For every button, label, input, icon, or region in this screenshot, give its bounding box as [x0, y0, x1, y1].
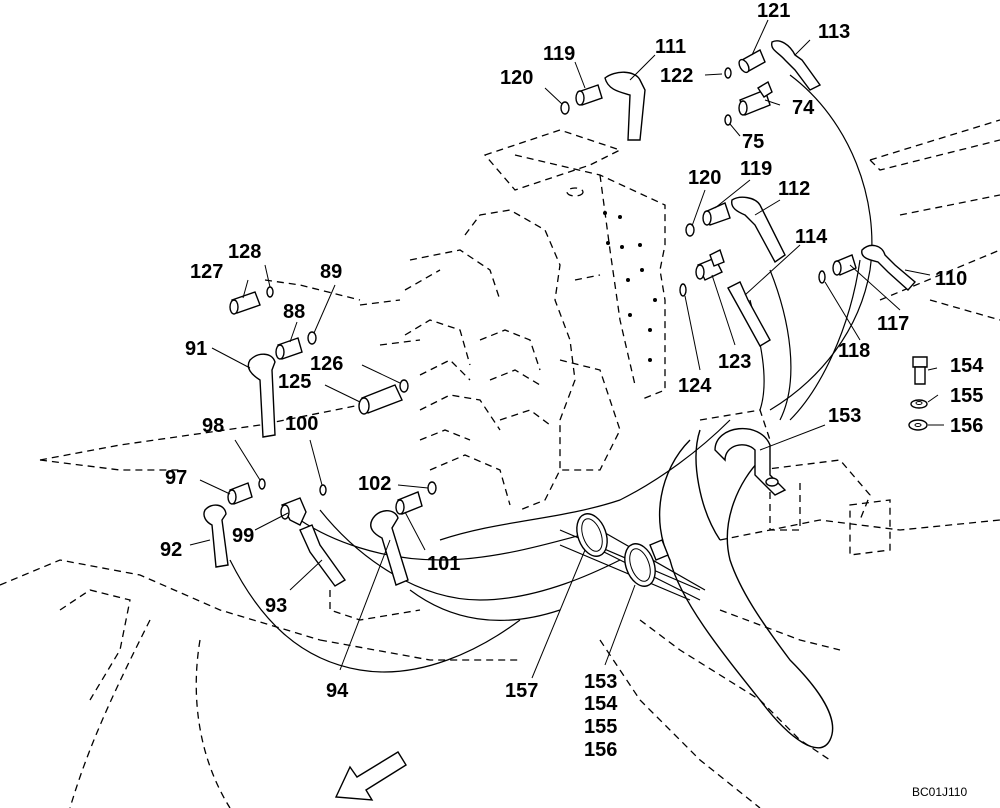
adapter-119a — [575, 84, 603, 106]
adapter-119b — [702, 202, 731, 226]
hose-end-93 — [299, 524, 347, 587]
clamp-ring-153 — [624, 539, 669, 587]
callout-111: 111 — [655, 36, 686, 58]
frame-outline — [0, 119, 1000, 808]
callout-98: 98 — [202, 415, 224, 437]
o-ring-122 — [724, 67, 732, 79]
plug-127 — [229, 291, 261, 315]
callout-102: 102 — [358, 473, 391, 495]
callout-154: 154 — [950, 355, 984, 377]
callout-117: 117 — [877, 313, 909, 335]
adapter-88 — [275, 337, 303, 360]
tee-74 — [738, 80, 773, 116]
hose-end-113 — [771, 40, 822, 91]
o-ring-102 — [427, 481, 437, 495]
callout-113: 113 — [818, 21, 850, 43]
callout-128: 128 — [228, 241, 261, 263]
o-ring-128 — [266, 286, 274, 298]
callout-124: 124 — [678, 375, 712, 397]
o-ring-124 — [679, 283, 687, 297]
hose-end-114 — [727, 281, 771, 347]
o-ring-120b — [685, 223, 695, 237]
callout-153: 153 — [584, 671, 617, 693]
callout-157: 157 — [505, 680, 538, 702]
arrow-front-icon — [334, 751, 407, 801]
control-valve — [404, 129, 666, 511]
callout-153: 153 — [828, 405, 861, 427]
tee-99 — [280, 497, 307, 526]
callout-119: 119 — [740, 158, 772, 180]
callout-127: 127 — [190, 261, 223, 283]
o-ring-118 — [818, 270, 826, 284]
plug-125 — [358, 384, 403, 415]
callout-120: 120 — [688, 167, 721, 189]
callout-100: 100 — [285, 413, 318, 435]
hose-end-110 — [861, 244, 916, 291]
o-ring-126 — [399, 379, 409, 393]
bolt-154 — [912, 356, 928, 385]
callout-123: 123 — [718, 351, 751, 373]
leader-lines — [189, 19, 944, 679]
o-ring-75 — [724, 114, 732, 126]
callout-154: 154 — [584, 693, 618, 715]
callout-99: 99 — [232, 525, 254, 547]
o-ring-120a — [560, 101, 570, 115]
hose-end-94 — [370, 510, 409, 586]
callout-155: 155 — [950, 385, 983, 407]
callout-92: 92 — [160, 539, 182, 561]
callout-74: 74 — [792, 97, 815, 119]
callout-121: 121 — [757, 0, 790, 22]
hose-end-112 — [731, 196, 786, 264]
tee-123 — [695, 249, 725, 281]
callout-126: 126 — [310, 353, 343, 375]
washer-156 — [908, 419, 928, 431]
adapter-97 — [227, 482, 253, 505]
hose-end-91 — [247, 353, 276, 438]
adapter-121 — [738, 49, 766, 74]
callout-114: 114 — [795, 226, 828, 248]
callout-125: 125 — [278, 371, 311, 393]
callout-156: 156 — [584, 739, 617, 761]
callout-112: 112 — [778, 178, 810, 200]
callout-120: 120 — [500, 67, 533, 89]
callout-101: 101 — [427, 553, 460, 575]
callout-91: 91 — [185, 338, 207, 360]
callout-75: 75 — [742, 131, 764, 153]
adapter-117 — [832, 254, 857, 276]
o-ring-100 — [319, 484, 327, 496]
callout-156: 156 — [950, 415, 983, 437]
callout-89: 89 — [320, 261, 342, 283]
callout-118: 118 — [838, 340, 870, 362]
o-ring-98 — [258, 478, 266, 490]
callout-97: 97 — [165, 467, 187, 489]
callout-93: 93 — [265, 595, 287, 617]
callout-119: 119 — [543, 43, 575, 65]
hose-end-92 — [203, 504, 229, 568]
callout-122: 122 — [660, 65, 693, 87]
callout-110: 110 — [935, 268, 967, 290]
drawing-code: BC01J110 — [912, 785, 967, 799]
callout-labels: 121 113 119 111 120 122 74 75 120 119 11… — [160, 0, 984, 799]
clamp-ring-157 — [576, 513, 608, 557]
callout-94: 94 — [326, 680, 349, 702]
adapter-101 — [395, 491, 423, 515]
callout-155: 155 — [584, 716, 617, 738]
washer-155 — [910, 399, 928, 409]
o-ring-89 — [307, 331, 317, 345]
callout-88: 88 — [283, 301, 305, 323]
hose-end-111 — [604, 71, 646, 141]
hose-clamp-bracket — [714, 428, 787, 496]
